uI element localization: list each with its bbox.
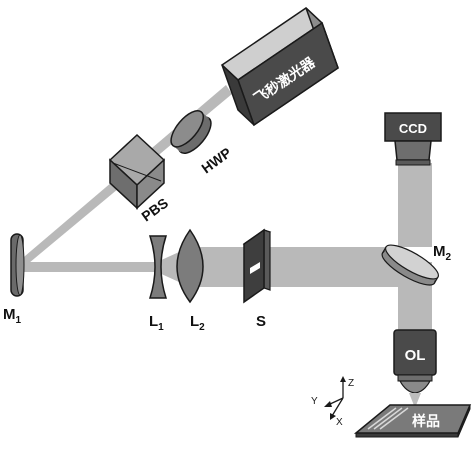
ol-focus-beam [409,393,421,408]
objective-lens: OL [393,329,437,408]
l2-label: L2 [190,313,205,333]
l1-label: L1 [149,313,164,333]
pbs-right-face [136,158,165,210]
lens-l1: L1 [148,235,168,333]
m1-label-sub: 1 [16,315,22,326]
axis-y-arrow [324,401,332,407]
m2-face [385,244,439,280]
l2-label-main: L [190,313,199,330]
m1-face [15,234,25,296]
axis-x-arrow [330,413,336,420]
ol-label: OL [405,347,426,364]
beam-m1-to-l1 [20,262,157,272]
m2-label-sub: 2 [446,252,452,263]
m1-label: M1 [3,306,22,326]
ol-tip [398,380,432,394]
axis-x-label: X [336,417,343,428]
half-wave-plate: HWP [170,109,234,176]
shutter-label: S [256,313,266,330]
sample-scan-line-3 [379,407,409,430]
sample-stage: 样品 [353,404,472,438]
lens-l2: L2 [176,228,205,333]
mirror-m2: M2 [381,243,452,286]
l1-label-sub: 1 [158,322,164,333]
sample-scan-line-1 [367,407,397,430]
l1-concave-lens [148,235,168,299]
l2-label-sub: 2 [199,322,205,333]
ccd-label: CCD [399,121,427,136]
axis-z-label: Z [348,378,354,389]
m2-label-main: M [433,243,446,260]
sample-scan-line-2 [373,407,403,430]
ccd-camera: CCD [384,112,442,166]
femtosecond-laser: 飞秒激光器 [220,7,339,127]
m1-label-main: M [3,306,16,323]
mirror-m1: M1 [3,233,25,326]
beam-l2-to-m2 [190,247,400,287]
beam-paths [18,85,432,330]
pbs-split-line [112,162,162,182]
shutter-edge [263,229,271,291]
l1-label-main: L [149,313,158,330]
axis-x-line [331,397,344,417]
m2-label: M2 [433,243,452,263]
beam-m2-to-ccd [398,163,432,247]
ol-ring [397,374,433,382]
axis-y-label: Y [311,396,318,407]
shutter-s: S [242,228,272,330]
ccd-lens-ring [395,159,431,166]
laser-left-face [221,64,255,126]
ccd-mount [394,140,432,161]
l2-convex-lens [176,228,204,304]
hwp-label: HWP [198,144,234,176]
coordinate-axes: Z Y X [311,376,354,428]
axis-z-arrow [340,376,346,382]
sample-label: 样品 [412,413,440,429]
shutter-slit [250,262,260,274]
hwp-front-face [170,109,205,148]
